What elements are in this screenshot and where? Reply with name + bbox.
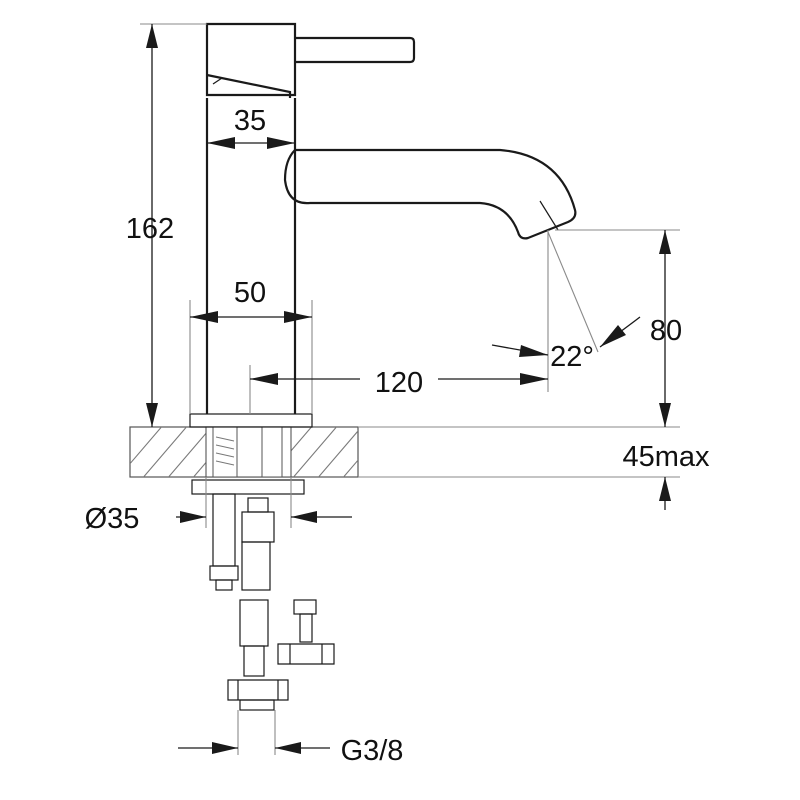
height-label: 162	[126, 213, 174, 245]
dimension-deck-45max: 45max	[622, 441, 710, 510]
angle-label: 22°	[550, 341, 594, 373]
deck-section	[129, 426, 680, 478]
body-width-label: 50	[234, 277, 266, 309]
dimension-angle-22: 22°	[491, 231, 641, 373]
dimension-handle-35: 35	[207, 105, 295, 149]
handle-width-label: 35	[234, 105, 266, 137]
dimension-body-50: 50	[189, 277, 313, 414]
underside-connectors	[191, 479, 335, 711]
thread-label: G3/8	[341, 735, 404, 767]
dimension-height-80: 80	[555, 229, 682, 427]
dimension-thread: G3/8	[178, 710, 403, 767]
dimension-hole-diameter: Ø35	[85, 477, 352, 535]
dimension-reach-120: 120	[249, 230, 549, 414]
deck-thickness-label: 45max	[622, 441, 710, 473]
faucet-body	[189, 22, 577, 428]
reach-label: 120	[375, 367, 423, 399]
spout-height-label: 80	[650, 315, 682, 347]
dimension-height-162: 162	[126, 23, 207, 427]
hole-diameter-label: Ø35	[85, 503, 140, 535]
